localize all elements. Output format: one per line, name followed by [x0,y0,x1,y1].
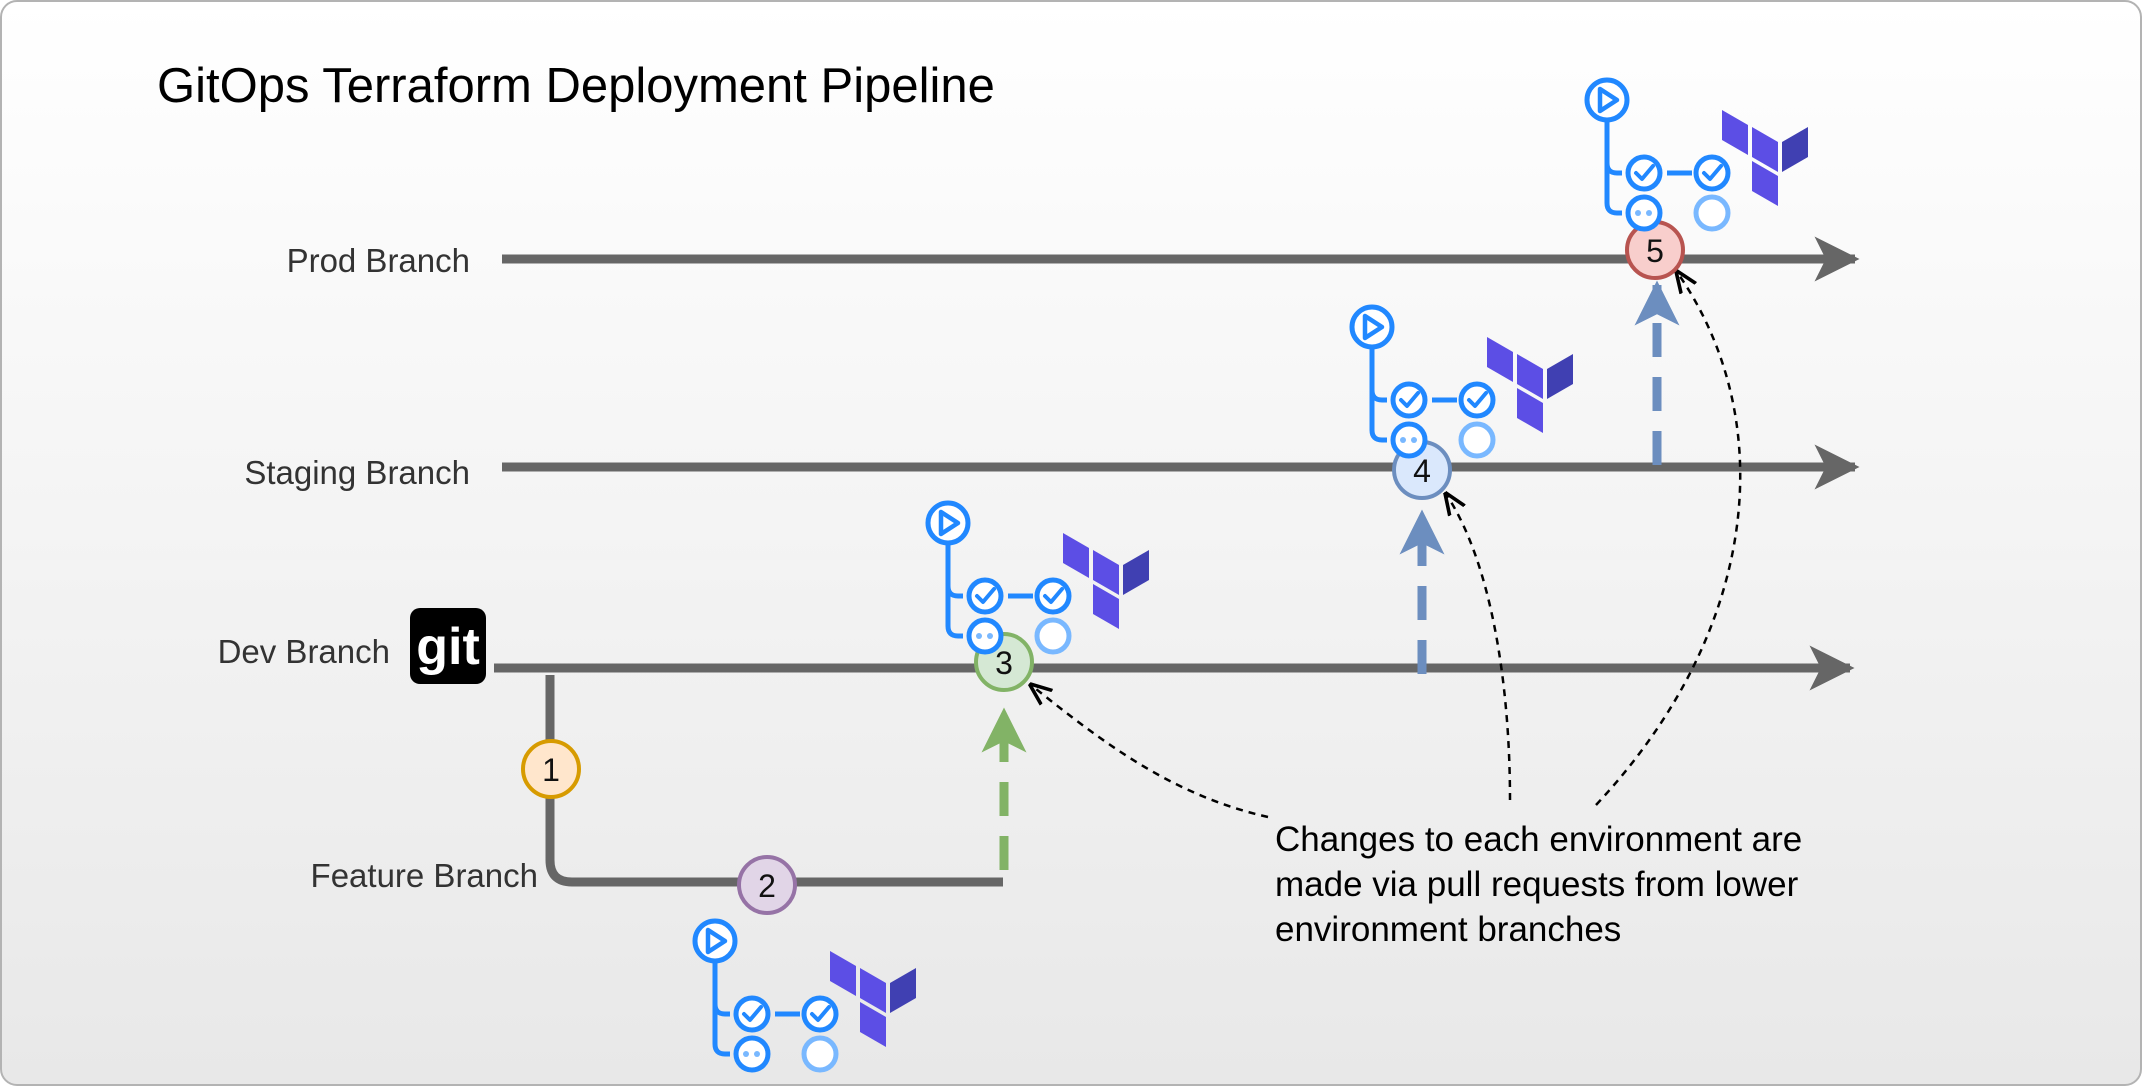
feature-branch-line [545,675,1003,887]
git-logo-text: git [416,618,480,676]
annotation-line-1: Changes to each environment are [1275,820,1802,859]
annotation-text: Changes to each environment are made via… [1275,820,1802,949]
git-logo: git [410,608,486,684]
step-4-label: 4 [1413,453,1431,489]
step-5-marker: 5 [1625,220,1685,280]
staging-branch-label: Staging Branch [244,454,470,491]
dev-branch-label: Dev Branch [218,633,390,670]
step-3-label: 3 [995,645,1013,681]
diagram-title: GitOps Terraform Deployment Pipeline [157,59,995,113]
annotation-arrow-step-5 [1595,272,1742,806]
step-5-label: 5 [1646,233,1664,269]
step-1-marker: 1 [521,739,581,799]
prod-branch-label: Prod Branch [287,242,470,279]
step-1-label: 1 [542,752,560,788]
step-3-marker: 3 [974,632,1034,692]
step-2-marker: 2 [737,855,797,915]
annotation-arrow-step-3 [1031,685,1269,819]
step-2-label: 2 [758,868,776,904]
annotation-line-3: environment branches [1275,910,1621,949]
annotation-arrow-step-4 [1446,494,1512,801]
feature-branch-label: Feature Branch [311,857,538,894]
annotation-line-2: made via pull requests from lower [1275,865,1799,904]
